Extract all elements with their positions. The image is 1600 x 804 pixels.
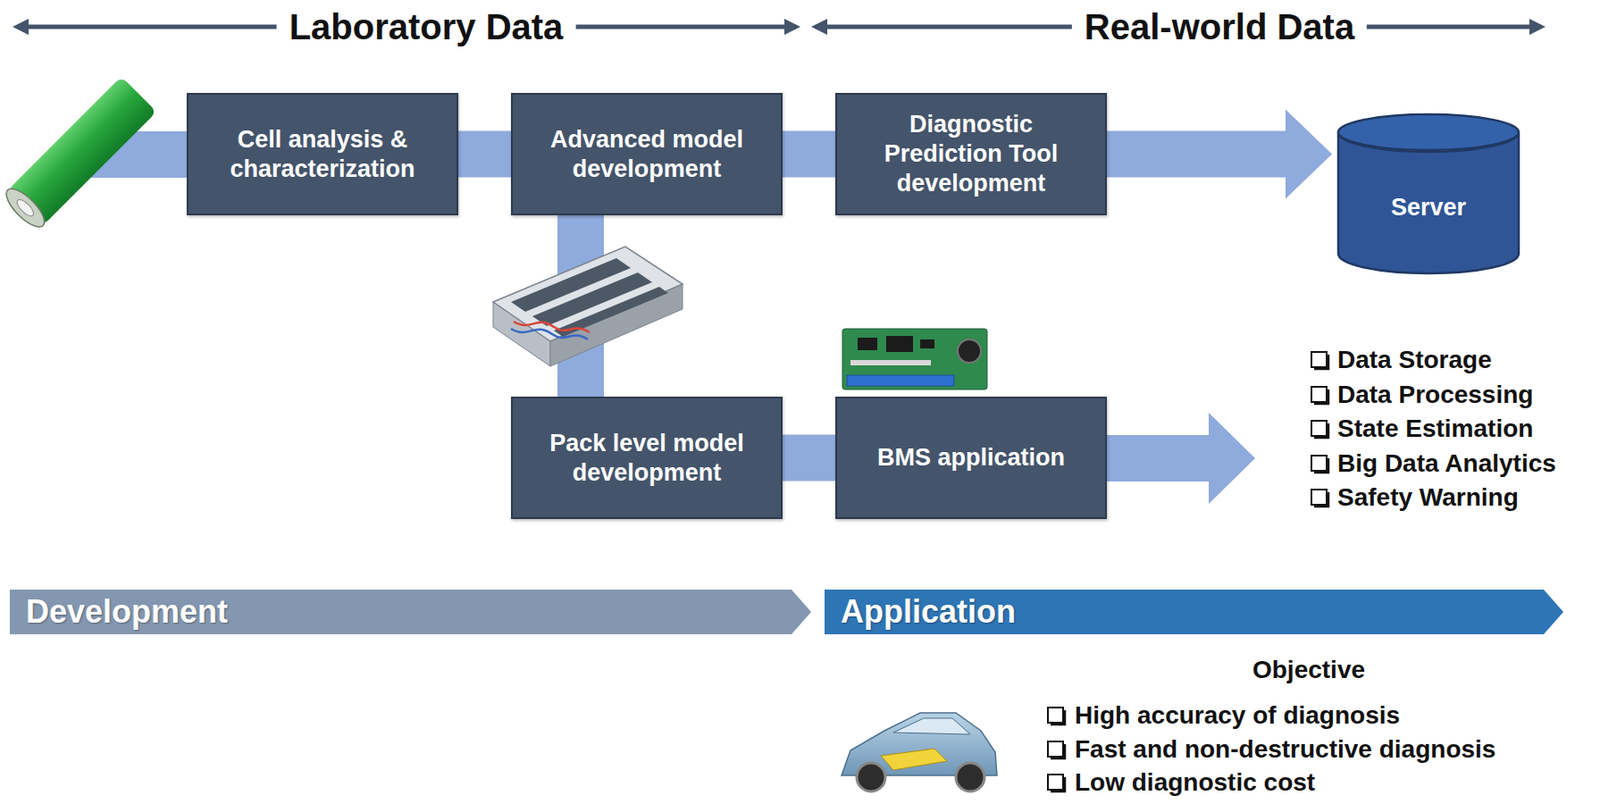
section-header: Laboratory Data xyxy=(276,8,577,45)
flow-band xyxy=(782,457,836,459)
arrow-head xyxy=(811,18,828,35)
database-cylinder: Server xyxy=(1336,112,1521,276)
checkbox xyxy=(1311,420,1327,436)
flow-band xyxy=(1106,109,1332,200)
checkbox xyxy=(1047,707,1064,723)
checkbox xyxy=(1314,492,1329,507)
process-box: BMS application xyxy=(835,396,1107,520)
arrow-head xyxy=(1285,109,1332,200)
process-box: Advanced model development xyxy=(510,92,783,216)
car-illustration xyxy=(841,712,997,792)
checkbox xyxy=(1311,489,1327,505)
cell-terminal xyxy=(0,183,51,233)
chip xyxy=(857,337,878,351)
server-function: Big Data Analytics xyxy=(1337,449,1557,478)
checkbox xyxy=(1050,777,1065,792)
checkbox xyxy=(1314,458,1329,473)
checkbox xyxy=(1050,744,1065,759)
arrow-head xyxy=(1208,412,1256,504)
circuit-trace xyxy=(850,360,931,366)
checkbox xyxy=(1050,710,1065,725)
car-wheel xyxy=(955,762,985,792)
checkbox xyxy=(1047,741,1064,757)
section-header: Real-world Data xyxy=(1072,8,1367,45)
pack-wire xyxy=(513,321,590,333)
cell-terminal xyxy=(14,197,36,219)
flow-band xyxy=(458,153,511,155)
arrow-head xyxy=(1529,18,1546,35)
band-arrow xyxy=(9,589,812,635)
chip xyxy=(920,339,935,349)
checkbox xyxy=(1311,386,1327,403)
flow-band-body xyxy=(458,131,511,178)
battery-cell xyxy=(0,76,158,234)
server-function: Safety Warning xyxy=(1337,483,1519,512)
node-text: Application xyxy=(840,594,1016,630)
pack-top xyxy=(493,246,683,342)
arrow-head xyxy=(12,18,29,35)
output-arrow xyxy=(1105,412,1256,504)
checkbox xyxy=(1314,354,1329,369)
terminal-block xyxy=(846,375,955,386)
circuit-board xyxy=(842,328,988,390)
checkbox xyxy=(1311,455,1327,471)
node-text: BMS application xyxy=(877,443,1065,473)
node-text: Cell analysis & characterization xyxy=(199,125,446,185)
objective-item: Low diagnostic cost xyxy=(1074,768,1316,797)
checkbox xyxy=(1314,423,1329,438)
checkbox xyxy=(1314,389,1329,404)
cylinder-top xyxy=(1338,114,1519,151)
objective-heading: Objective xyxy=(1252,655,1366,685)
node-text: Server xyxy=(1390,192,1466,223)
chip xyxy=(886,335,914,352)
objective-item: High accuracy of diagnosis xyxy=(1074,701,1400,730)
flow-band xyxy=(782,153,836,155)
arrow-head xyxy=(784,18,801,35)
car-wheel xyxy=(856,762,886,792)
checkbox xyxy=(1047,774,1064,790)
flow-band-body xyxy=(1106,131,1287,178)
node-text: Pack level model development xyxy=(523,428,771,488)
server-function: Data Processing xyxy=(1337,380,1533,410)
car-window xyxy=(893,718,971,735)
buzzer xyxy=(957,339,981,363)
checkbox xyxy=(1311,351,1327,368)
bms-board xyxy=(842,328,988,390)
car-battery xyxy=(880,748,947,771)
phase-band: Development xyxy=(9,589,812,635)
pack-wire xyxy=(510,328,588,340)
phase-band: Application xyxy=(824,589,1564,635)
objective-item: Fast and non-destructive diagnosis xyxy=(1074,735,1496,764)
node-text: Development xyxy=(25,594,228,630)
band-arrow xyxy=(824,589,1564,635)
process-box: Pack level model development xyxy=(510,396,783,520)
cylinder-body xyxy=(1338,132,1519,274)
process-box: Diagnostic Prediction Tool development xyxy=(835,92,1107,216)
flow-band-body xyxy=(782,131,836,178)
battery-pack xyxy=(493,246,683,367)
server-function: State Estimation xyxy=(1337,414,1533,444)
server-function: Data Storage xyxy=(1337,345,1492,375)
flow-band xyxy=(1105,435,1211,482)
process-box: Cell analysis & characterization xyxy=(186,92,459,216)
flow-band-body xyxy=(782,435,836,482)
node-text: Advanced model development xyxy=(523,125,771,185)
node-text: Diagnostic Prediction Tool development xyxy=(847,109,1095,199)
